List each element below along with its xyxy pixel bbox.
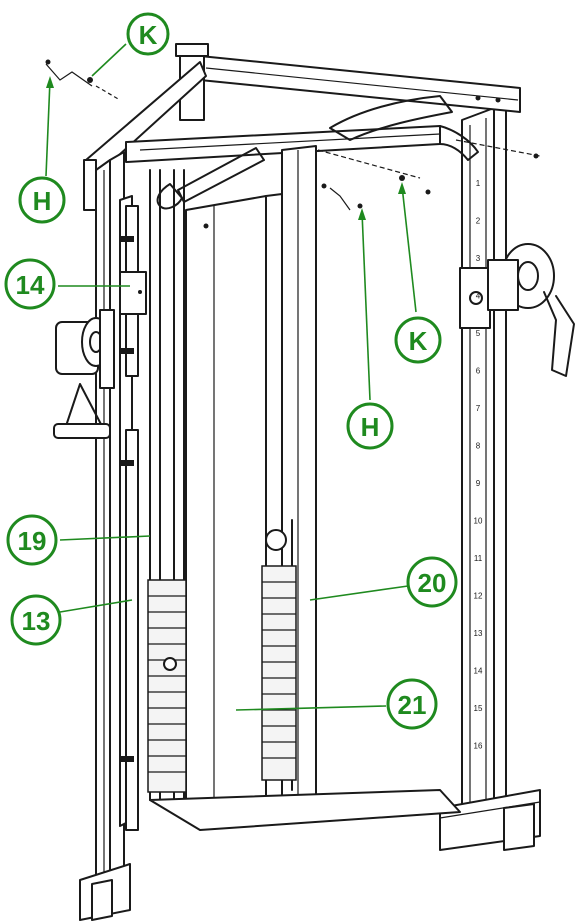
right-pulley-handle xyxy=(459,243,575,377)
left-pulley-handle xyxy=(53,309,115,439)
svg-text:K: K xyxy=(409,326,428,356)
upright-number-15: 15 xyxy=(474,704,483,713)
top-frame xyxy=(83,43,521,211)
svg-text:H: H xyxy=(33,186,52,216)
callout-leaders xyxy=(45,43,417,711)
callout-K-top: K xyxy=(126,12,170,56)
svg-text:19: 19 xyxy=(18,526,47,556)
svg-text:13: 13 xyxy=(22,606,51,636)
hardware-bolts xyxy=(45,59,541,229)
svg-text:H: H xyxy=(361,412,380,442)
upright-number-7: 7 xyxy=(476,404,481,413)
callout-H-right: H xyxy=(346,402,394,450)
callout-19: 19 xyxy=(6,514,58,566)
upright-number-9: 9 xyxy=(476,479,481,488)
upright-number-1: 1 xyxy=(476,179,481,188)
upright-number-11: 11 xyxy=(474,554,483,563)
callout-21: 21 xyxy=(386,678,438,730)
callout-20: 20 xyxy=(406,556,458,608)
weight-stack-towers xyxy=(147,145,461,831)
svg-text:K: K xyxy=(139,20,158,50)
upright-number-3: 3 xyxy=(476,254,481,263)
callout-K-right: K xyxy=(394,316,442,364)
callout-14: 14 xyxy=(4,258,56,310)
callout-13: 13 xyxy=(10,594,62,646)
upright-number-6: 6 xyxy=(476,367,481,376)
left-upright xyxy=(53,151,147,921)
upright-number-16: 16 xyxy=(474,742,483,751)
callout-H-left: H xyxy=(18,176,66,224)
upright-number-4: 4 xyxy=(476,292,481,301)
upright-number-5: 5 xyxy=(476,329,481,338)
right-weight-plates xyxy=(261,529,297,781)
svg-text:14: 14 xyxy=(16,270,45,300)
svg-text:20: 20 xyxy=(418,568,447,598)
left-weight-plates xyxy=(147,579,187,793)
upright-number-10: 10 xyxy=(474,517,483,526)
upright-number-14: 14 xyxy=(474,667,483,676)
upright-number-2: 2 xyxy=(476,217,481,226)
upright-number-8: 8 xyxy=(476,442,481,451)
svg-text:21: 21 xyxy=(398,690,427,720)
right-upright xyxy=(439,103,541,851)
upright-number-12: 12 xyxy=(474,592,483,601)
upright-number-13: 13 xyxy=(474,629,483,638)
